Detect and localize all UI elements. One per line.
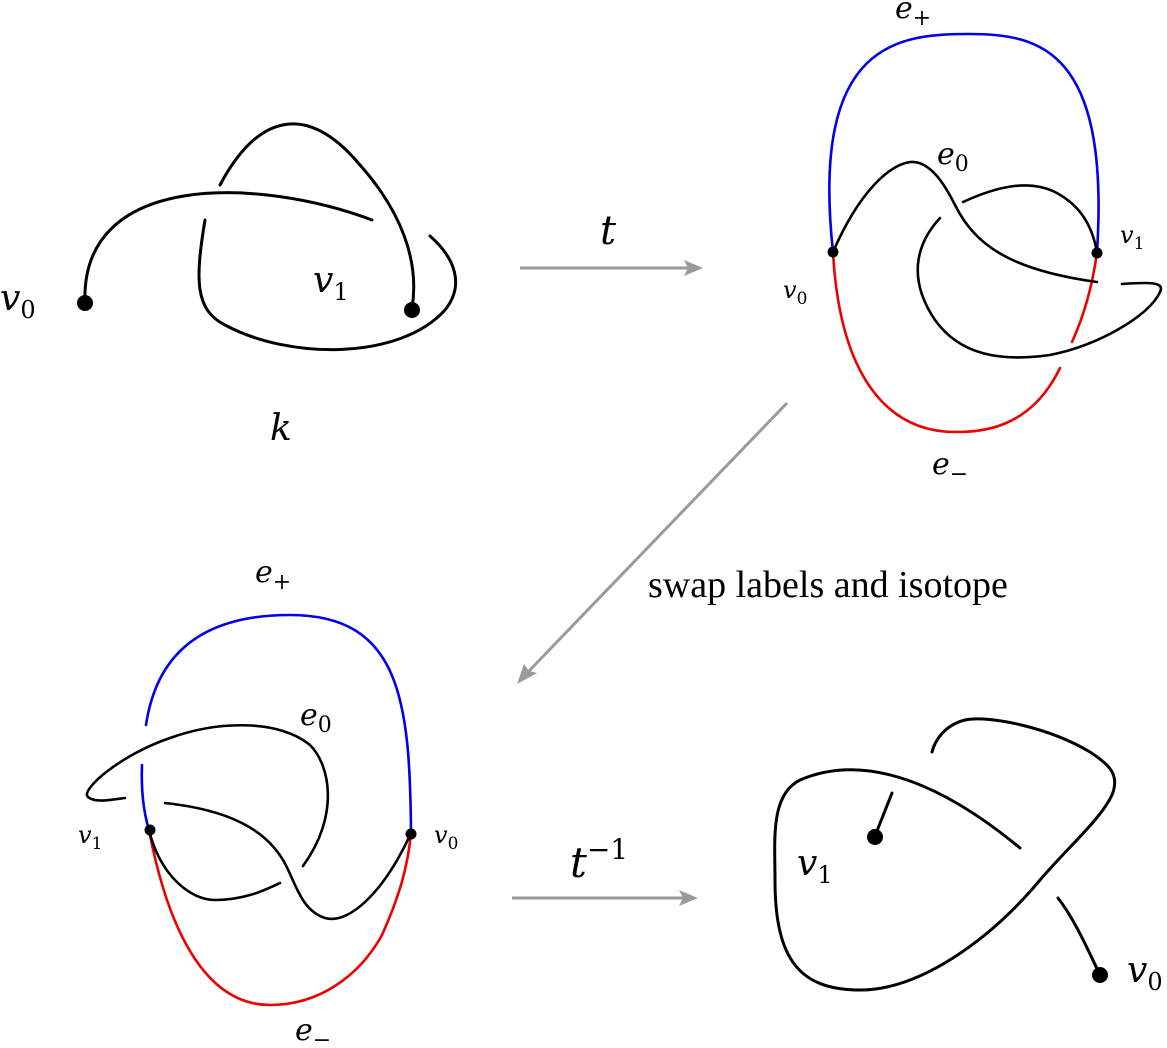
s-edge-zero-label: e0 [300, 698, 332, 738]
r-vertex-inner-label: v1 [797, 843, 833, 889]
swap-caption: swap labels and isotope [648, 564, 1008, 606]
k-strand-loop [197, 218, 458, 352]
s-vertex-right-label: v0 [434, 821, 458, 854]
k-vertex-inner-label: v1 [313, 260, 349, 306]
r-vertex-end-dot [1092, 967, 1108, 983]
t-edge-minus-label: e− [932, 447, 968, 487]
arrow-t-inverse: t−1 [512, 833, 698, 906]
r-strand-tail [1056, 896, 1102, 977]
panel-k: v0 v1 k [0, 122, 458, 449]
t-edge-zero-c [916, 216, 1163, 359]
k-strand-arc [218, 122, 416, 310]
t-vertex-left-label: v0 [783, 276, 807, 309]
r-vertex-inner-dot [867, 829, 883, 845]
arrow-t: t [520, 208, 703, 276]
panel-result: v1 v0 [773, 717, 1163, 996]
t-edge-plus [828, 32, 1100, 254]
s-edge-plus-left [140, 763, 151, 832]
t-vertex-right-label: v1 [1120, 221, 1144, 254]
t-edge-minus-upper [1070, 250, 1099, 344]
s-edge-minus [147, 828, 413, 1007]
s-edge-zero-c [85, 723, 330, 868]
s-edge-plus-right [144, 613, 413, 835]
s-vertex-right-dot [405, 828, 417, 840]
r-strand-main [773, 717, 1117, 992]
panel-t: e+ e0 e− v0 v1 [783, 0, 1163, 487]
r-vertex-end-label: v0 [1127, 950, 1163, 996]
k-vertex-left-dot [77, 295, 93, 311]
s-edge-zero-b [163, 801, 413, 921]
t-edge-minus-lower [831, 250, 1062, 434]
panel-swapped: e+ e0 e− v1 v0 [78, 555, 458, 1048]
t-edge-zero-a [831, 160, 1099, 284]
s-edge-minus-label: e− [295, 1013, 331, 1048]
t-vertex-right-dot [1091, 247, 1103, 259]
arrow-t-inverse-label: t−1 [570, 833, 628, 887]
s-edge-plus-label: e+ [255, 555, 291, 595]
s-edge-zero-a [147, 828, 282, 902]
t-edge-zero-label: e0 [937, 137, 969, 177]
arrow-t-label: t [600, 208, 617, 254]
t-edge-plus-label: e+ [895, 0, 931, 31]
k-strand-over [83, 191, 374, 305]
s-vertex-left-label: v1 [78, 821, 102, 854]
r-strand-stub [873, 791, 894, 838]
k-vertex-inner-dot [404, 302, 420, 318]
t-edge-zero-b [961, 184, 1099, 254]
t-vertex-left-dot [827, 246, 839, 258]
arrow-swap: swap labels and isotope [517, 401, 1008, 684]
knot-name-label: k [270, 408, 292, 449]
s-vertex-left-dot [144, 824, 156, 836]
k-vertex-left-label: v0 [0, 278, 36, 324]
